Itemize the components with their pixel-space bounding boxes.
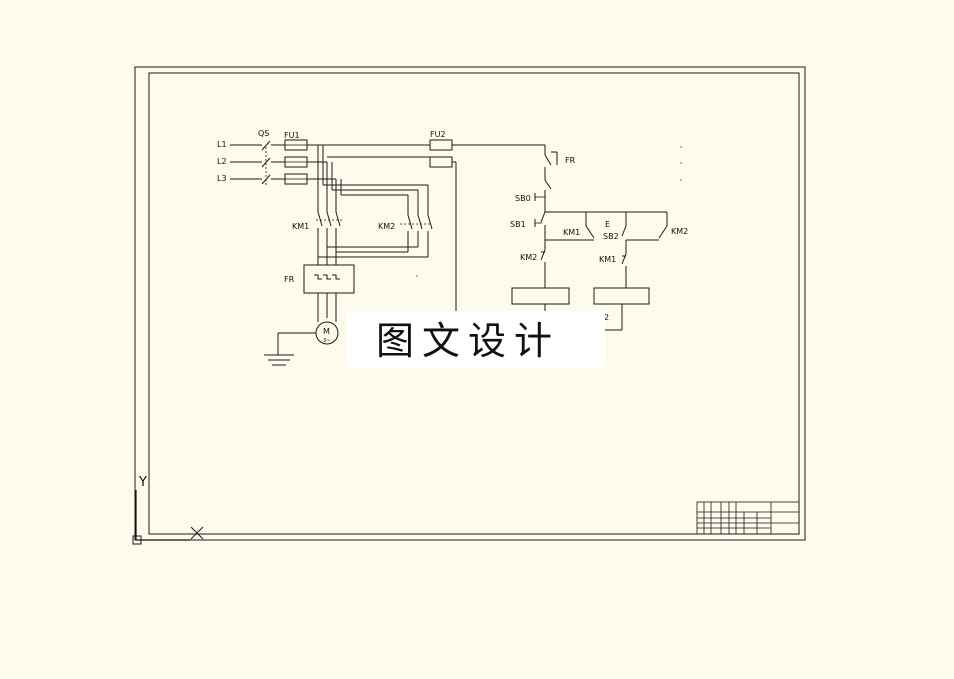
label-fr-main: FR bbox=[284, 275, 295, 284]
label-coil-num: 2 bbox=[604, 313, 609, 322]
label-fu1: FU1 bbox=[284, 131, 300, 140]
label-sb1: SB1 bbox=[510, 220, 526, 229]
fuse-fu2: FU2 bbox=[318, 130, 545, 320]
label-l2: L2 bbox=[217, 157, 227, 166]
label-km1-interlock: KM1 bbox=[599, 255, 616, 264]
label-sb2-e: E bbox=[605, 220, 610, 229]
supply-lines: L1 L2 L3 QS bbox=[217, 129, 285, 186]
control-circuit: FR SB0 SB1 KM1 E SB2 KM2 KM2 KM1 bbox=[510, 145, 688, 331]
ucs-y-label: Y bbox=[138, 475, 147, 490]
main-circuit: KM1 KM2 FR bbox=[284, 144, 433, 322]
label-l1: L1 bbox=[217, 140, 227, 149]
label-fu2: FU2 bbox=[430, 130, 446, 139]
drawing-frame bbox=[134, 66, 806, 541]
title-block bbox=[696, 501, 800, 535]
label-km2-hold: KM2 bbox=[671, 227, 688, 236]
label-km1-main: KM1 bbox=[292, 222, 309, 231]
coil-km2 bbox=[593, 287, 650, 305]
label-motor-sub: 3~ bbox=[323, 338, 330, 344]
label-km1-hold: KM1 bbox=[563, 228, 580, 237]
motor-symbol: M 3~ bbox=[264, 321, 339, 366]
watermark: 图文设计 bbox=[347, 311, 605, 367]
label-sb2: SB2 bbox=[603, 232, 619, 241]
label-motor: M bbox=[323, 327, 330, 336]
ucs-icon: Y bbox=[132, 475, 190, 545]
coil-km1 bbox=[511, 287, 570, 305]
watermark-text: 图文设计 bbox=[376, 319, 560, 363]
label-sb0: SB0 bbox=[515, 194, 531, 203]
label-l3: L3 bbox=[217, 174, 227, 183]
cursor-cross-icon bbox=[190, 526, 204, 540]
fuse-fu1: FU1 bbox=[284, 131, 308, 185]
label-fr-ctrl: FR bbox=[565, 156, 576, 165]
label-qs: QS bbox=[258, 129, 269, 138]
label-km2-interlock: KM2 bbox=[520, 253, 537, 262]
label-km2-main: KM2 bbox=[378, 222, 395, 231]
